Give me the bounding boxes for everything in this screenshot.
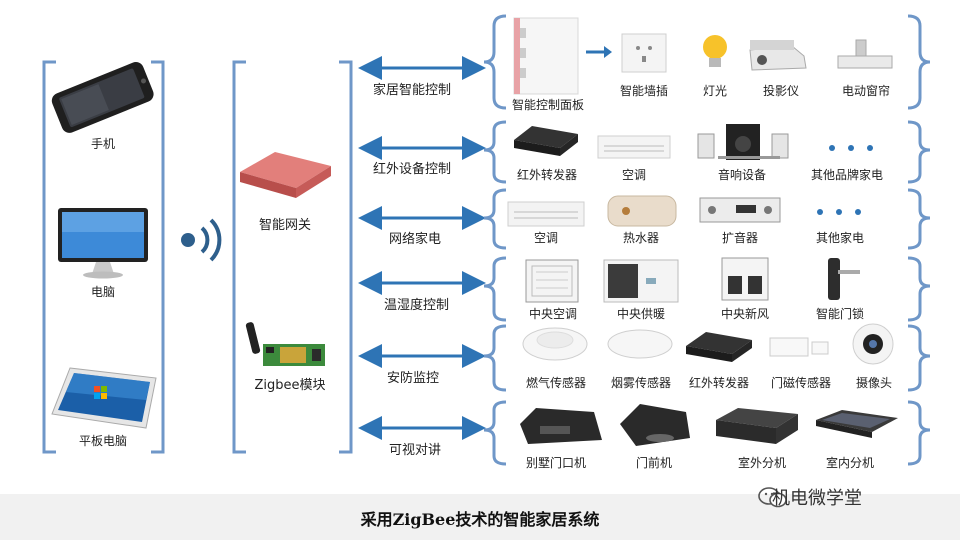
- group-brackets: [483, 14, 931, 466]
- gas-sensor-icon: [522, 327, 588, 361]
- item-label: 燃气传感器: [525, 376, 587, 390]
- item-label: 扩音器: [721, 231, 759, 245]
- item-label: 中央供暖: [616, 307, 666, 321]
- category-arrows: [358, 56, 486, 440]
- ac-unit-icon-2: [507, 201, 585, 227]
- device-label-pc: 电脑: [90, 285, 116, 299]
- zigbee-module-icon: [245, 322, 325, 366]
- more-dots-icon-2: [817, 209, 861, 215]
- gateway-label: 智能网关: [258, 218, 312, 233]
- devices-bracket: [42, 60, 165, 454]
- central-ac-icon: [525, 259, 579, 303]
- item-label: 智能控制面板: [511, 98, 585, 112]
- villa-door-station-icon: [520, 408, 602, 444]
- fresh-air-icon: [721, 257, 769, 301]
- monitor-icon: [58, 208, 148, 279]
- item-label: 门前机: [635, 456, 673, 470]
- central-heating-icon: [603, 259, 679, 303]
- brand-watermark: 机电微学堂: [772, 488, 862, 509]
- item-label: 空调: [621, 168, 647, 182]
- item-label: 电动窗帘: [841, 84, 891, 98]
- camera-icon: [852, 323, 894, 365]
- item-label: 其他品牌家电: [810, 168, 884, 182]
- diagram-caption: 采用ZigBee技术的智能家居系统: [360, 510, 600, 529]
- category-label-5: 可视对讲: [389, 443, 442, 458]
- projector-icon: [749, 40, 807, 71]
- tablet-icon: [51, 367, 157, 429]
- smart-lock-icon: [828, 258, 860, 300]
- smart-panel-icon: [513, 17, 579, 95]
- item-label: 室内分机: [825, 456, 875, 470]
- wireless-signal-icon: [181, 218, 222, 262]
- category-label-1: 红外设备控制: [373, 162, 452, 177]
- item-label: 热水器: [622, 231, 660, 245]
- gateway-bracket: [232, 60, 353, 454]
- category-label-0: 家居智能控制: [373, 83, 452, 98]
- item-label: 烟雾传感器: [610, 376, 672, 390]
- item-label: 别墅门口机: [525, 456, 587, 470]
- item-label: 智能墙插: [619, 84, 669, 98]
- outdoor-unit-icon: [716, 408, 798, 444]
- item-label: 空调: [533, 231, 559, 245]
- light-bulb-icon: [703, 35, 727, 67]
- amplifier-icon: [699, 197, 781, 223]
- device-label-phone: 手机: [90, 137, 116, 151]
- water-heater-icon: [607, 195, 677, 227]
- category-label-4: 安防监控: [387, 371, 440, 386]
- ir-transmitter-icon-2: [686, 332, 752, 362]
- item-label: 投影仪: [762, 84, 800, 98]
- item-label: 中央空调: [528, 307, 578, 321]
- item-label: 红外转发器: [516, 168, 578, 182]
- arrow-right-icon: [586, 46, 612, 58]
- item-label: 摄像头: [855, 376, 893, 390]
- ir-transmitter-icon: [514, 126, 578, 156]
- speaker-icon: [697, 124, 789, 160]
- wall-socket-icon: [621, 33, 667, 73]
- diagram-canvas: [42, 14, 931, 466]
- device-label-tablet: 平板电脑: [78, 434, 128, 448]
- item-label: 音响设备: [717, 168, 767, 182]
- item-label: 门磁传感器: [770, 376, 832, 390]
- door-sensor-icon: [769, 337, 829, 357]
- gateway-box-icon: [240, 152, 331, 198]
- smoke-sensor-icon: [607, 329, 673, 359]
- module-label: Zigbee模块: [254, 378, 326, 393]
- footer-bar: [0, 494, 960, 540]
- item-label: 室外分机: [737, 456, 787, 470]
- curtain-motor-icon: [837, 39, 893, 69]
- ac-unit-icon: [597, 135, 671, 159]
- indoor-unit-icon: [816, 410, 898, 438]
- category-label-2: 网络家电: [389, 232, 442, 247]
- item-label: 红外转发器: [688, 376, 750, 390]
- item-label: 灯光: [702, 84, 728, 98]
- item-label: 智能门锁: [815, 307, 865, 321]
- category-label-3: 温湿度控制: [384, 298, 450, 313]
- door-unit-icon: [620, 404, 690, 446]
- more-dots-icon: [829, 145, 873, 151]
- wechat-icon: [758, 487, 787, 508]
- smartphone-icon: [51, 62, 154, 133]
- item-label: 中央新风: [720, 307, 770, 321]
- item-label: 其他家电: [815, 231, 865, 245]
